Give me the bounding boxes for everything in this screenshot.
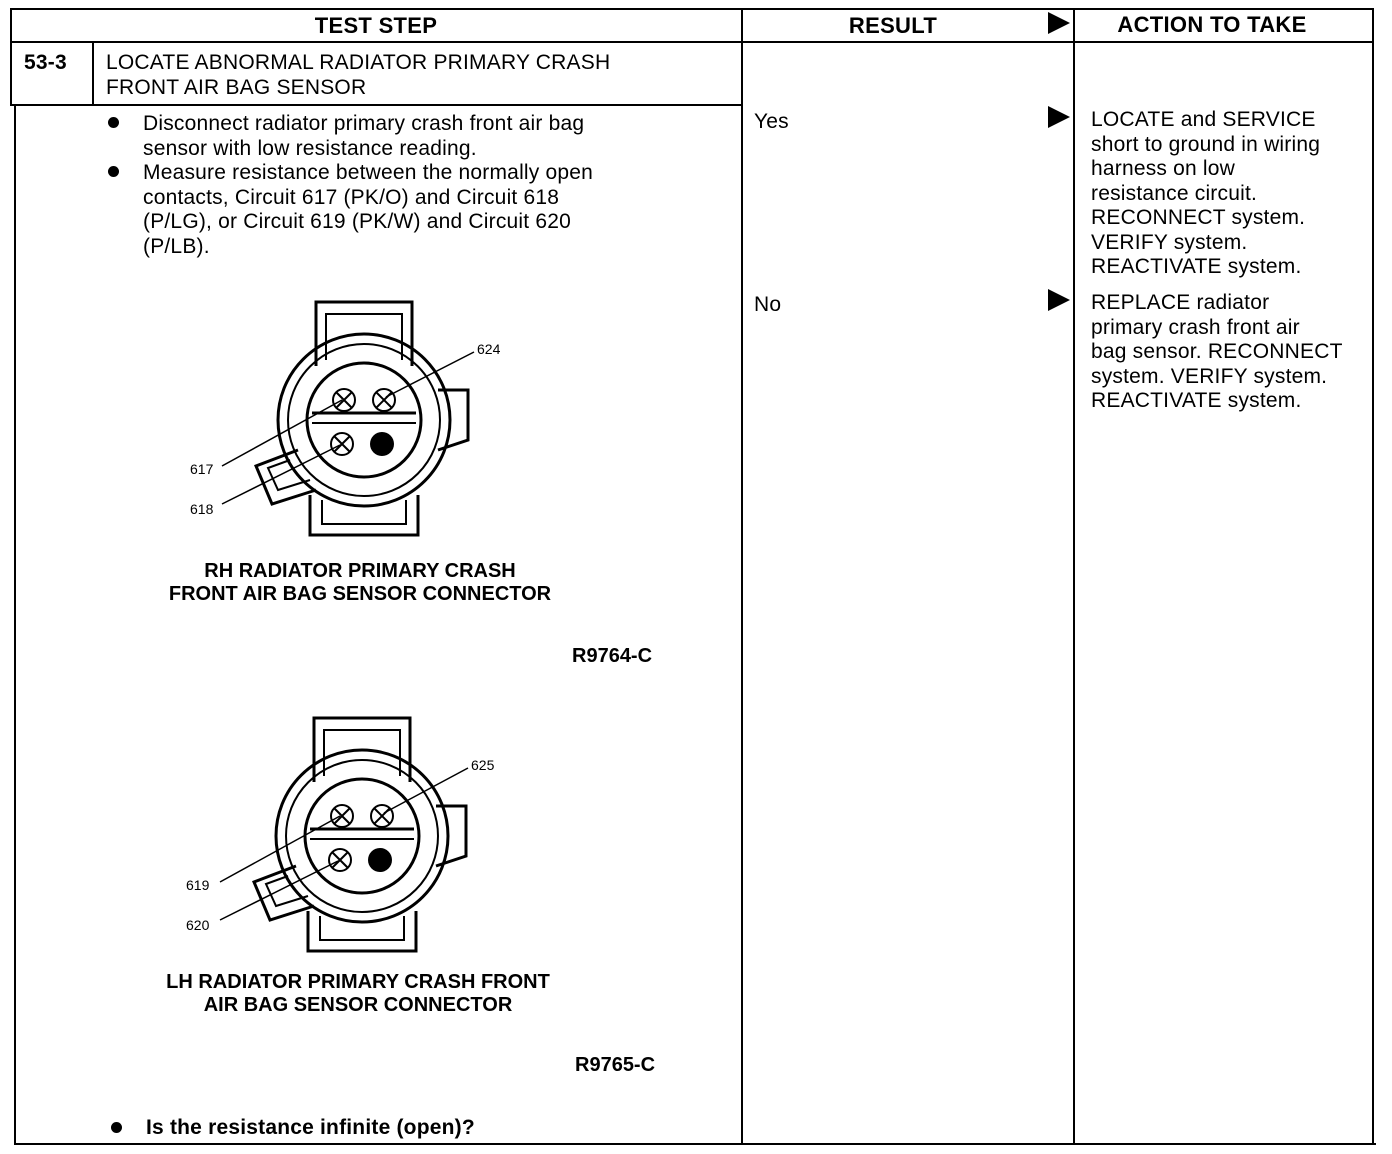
leader-line <box>219 815 341 883</box>
pin-label-625: 625 <box>471 757 495 773</box>
header-bottom-border <box>10 41 1374 43</box>
connector-face <box>303 777 421 895</box>
action-line: short to ground in wiring <box>1091 132 1321 156</box>
header-arrow-icon <box>1048 12 1070 34</box>
header-action-to-take: ACTION TO TAKE <box>1117 12 1307 37</box>
step-title-line: FRONT AIR BAG SENSOR <box>106 75 367 99</box>
bullet-icon <box>111 1122 122 1133</box>
instruction-item: Disconnect radiator primary crash front … <box>143 112 584 161</box>
terminal-crossed <box>330 804 354 828</box>
step-title: LOCATE ABNORMAL RADIATOR PRIMARY CRASH F… <box>106 51 610 100</box>
pin-label-619: 619 <box>186 877 210 893</box>
leader-line <box>383 767 469 814</box>
connector-right-tab <box>435 804 468 868</box>
rh-figure-caption: RH RADIATOR PRIMARY CRASH FRONT AIR BAG … <box>120 560 600 606</box>
result-no: No <box>754 293 782 316</box>
result-column-divider <box>1073 8 1075 1144</box>
table-bottom-border <box>14 1143 1376 1145</box>
connector-top-tab-inner <box>325 313 403 360</box>
test-step-column-divider <box>741 8 743 1144</box>
connector-top-tab <box>314 300 414 366</box>
leader-line <box>219 860 339 921</box>
header-result: RESULT <box>848 13 938 38</box>
connector-right-tab <box>437 388 470 452</box>
pin-label-620: 620 <box>186 917 210 933</box>
result-yes: Yes <box>754 110 789 133</box>
connector-outer-ring <box>276 332 452 508</box>
table-top-border <box>10 8 1374 10</box>
step-title-line: LOCATE ABNORMAL RADIATOR PRIMARY CRASH <box>106 51 611 74</box>
bullet-icon <box>108 166 119 177</box>
action-line: primary crash front air <box>1091 315 1300 339</box>
result-arrow-icon <box>1048 289 1070 311</box>
connector-left-latch <box>254 448 317 506</box>
action-no: REPLACE radiator primary crash front air… <box>1091 291 1343 414</box>
leader-line <box>221 444 341 505</box>
connector-outer-ring <box>274 748 450 924</box>
step-number-divider <box>92 41 94 105</box>
instruction-line: Measure resistance between the normally … <box>143 161 594 184</box>
terminal-crossed <box>332 388 356 412</box>
leader-line <box>221 399 343 467</box>
connector-left-latch <box>252 864 315 922</box>
pin-label-624: 624 <box>477 341 501 357</box>
leader-line <box>385 351 475 398</box>
bullet-icon <box>108 117 119 128</box>
instruction-line: (P/LG), or Circuit 619 (PK/W) and Circui… <box>143 210 571 233</box>
connector-bottom-tab <box>306 911 418 953</box>
action-line: LOCATE and SERVICE <box>1091 108 1316 131</box>
step-title-bottom-border <box>10 104 741 106</box>
rh-connector-diagram: 624 617 618 <box>190 300 501 537</box>
instruction-line: (P/LB). <box>143 234 210 258</box>
caption-line: LH RADIATOR PRIMARY CRASH FRONT <box>166 971 550 993</box>
instruction-line: sensor with low resistance reading. <box>143 136 477 160</box>
terminal-filled <box>368 848 392 872</box>
instruction-line: contacts, Circuit 617 (PK/O) and Circuit… <box>143 185 560 209</box>
action-line: resistance circuit. <box>1091 181 1258 205</box>
action-line: RECONNECT system. <box>1091 206 1306 229</box>
terminal-filled <box>370 432 394 456</box>
terminal-crossed <box>372 388 396 412</box>
header-test-step: TEST STEP <box>314 13 438 38</box>
step-number: 53-3 <box>24 51 67 74</box>
action-line: REPLACE radiator <box>1091 291 1270 314</box>
caption-line: AIR BAG SENSOR CONNECTOR <box>203 994 513 1016</box>
terminal-crossed <box>330 432 354 456</box>
pin-label-617: 617 <box>190 461 214 477</box>
terminal-crossed <box>328 848 352 872</box>
table-right-border <box>1372 8 1374 1144</box>
terminal-crossed <box>370 804 394 828</box>
action-yes: LOCATE and SERVICE short to ground in wi… <box>1091 108 1320 280</box>
connector-top-tab-inner <box>323 729 401 776</box>
action-line: REACTIVATE system. <box>1091 389 1302 412</box>
connector-top-tab <box>312 716 412 782</box>
connector-inner-ring <box>287 343 441 497</box>
action-line: harness on low <box>1091 157 1236 180</box>
action-line: REACTIVATE system. <box>1091 255 1302 278</box>
instruction-item: Measure resistance between the normally … <box>143 161 593 259</box>
lh-connector-diagram: 625 619 620 <box>186 716 495 953</box>
action-line: system. VERIFY system. <box>1091 364 1328 388</box>
table-left-border <box>10 8 12 105</box>
table-left-border-lower <box>14 104 16 1144</box>
connector-inner-ring <box>285 759 439 913</box>
caption-line: FRONT AIR BAG SENSOR CONNECTOR <box>168 583 552 605</box>
lh-figure-code: R9765-C <box>575 1054 656 1076</box>
rh-figure-code: R9764-C <box>572 645 653 667</box>
question-text: Is the resistance infinite (open)? <box>146 1116 475 1139</box>
lh-figure-caption: LH RADIATOR PRIMARY CRASH FRONT AIR BAG … <box>116 971 600 1017</box>
instruction-line: Disconnect radiator primary crash front … <box>143 112 585 135</box>
result-arrow-icon <box>1048 106 1070 128</box>
action-line: bag sensor. RECONNECT <box>1091 340 1343 363</box>
pin-label-618: 618 <box>190 501 214 517</box>
connector-bottom-tab <box>308 495 420 537</box>
action-line: VERIFY system. <box>1091 230 1248 254</box>
connector-face <box>305 361 423 479</box>
caption-line: RH RADIATOR PRIMARY CRASH <box>204 560 516 582</box>
